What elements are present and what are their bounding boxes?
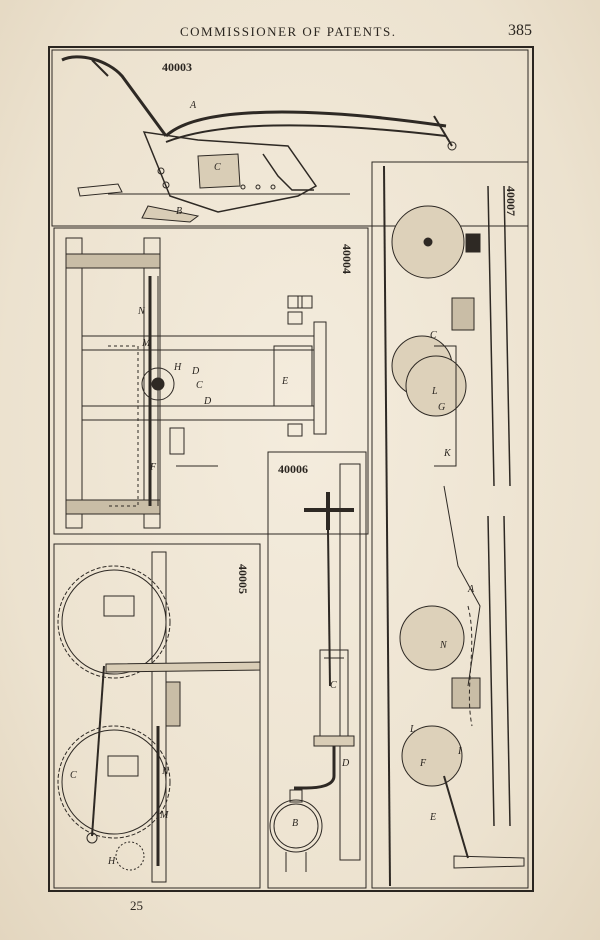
part-letter: D <box>342 758 350 769</box>
part-letter: E <box>430 812 437 823</box>
panel-40006-border <box>267 451 367 889</box>
running-head: COMMISSIONER OF PATENTS. <box>180 24 397 39</box>
part-letter: C <box>430 330 437 341</box>
part-letter: B <box>292 818 299 829</box>
figure-number-40006: 40006 <box>278 462 308 476</box>
part-letter: N <box>162 766 169 777</box>
part-letter: N <box>138 306 145 317</box>
printer-signature-mark: 25 <box>130 898 143 913</box>
figure-40006-valve-drawing <box>269 463 361 872</box>
part-letter: F <box>150 462 157 473</box>
part-letter: D <box>204 396 212 407</box>
part-letter: L <box>432 386 438 397</box>
panel-40004-border <box>53 227 369 535</box>
panel-40007-border <box>371 161 529 889</box>
panel-40003-border <box>51 49 529 227</box>
figure-40004-machine-drawing <box>65 237 327 529</box>
figure-40003-plow-drawing <box>61 55 457 223</box>
part-letter: D <box>192 366 200 377</box>
part-letter: N <box>440 640 447 651</box>
part-letter: C <box>330 680 337 691</box>
part-letter: G <box>438 402 446 413</box>
part-letter: B <box>176 206 183 217</box>
part-letter: C <box>70 770 77 781</box>
part-letter: C <box>214 162 221 173</box>
figure-number-40004: 40004 <box>340 244 354 274</box>
part-letter: K <box>444 448 451 459</box>
engraved-plate <box>51 49 529 889</box>
part-letter: I <box>458 746 462 757</box>
figure-40005-wheel-drawing <box>57 551 261 883</box>
engraved-plate-frame <box>48 46 534 892</box>
part-letter: A <box>190 100 197 111</box>
page-number: 385 <box>508 22 532 39</box>
part-letter: C <box>196 380 203 391</box>
part-letter: E <box>282 376 289 387</box>
part-letter: H <box>174 362 182 373</box>
part-letter: H <box>108 856 116 867</box>
figure-number-40007: 40007 <box>504 186 518 216</box>
figure-40007-sawmill-drawing <box>383 165 525 887</box>
part-letter: L <box>410 724 416 735</box>
figure-number-40003: 40003 <box>162 60 192 74</box>
part-letter: M <box>142 338 151 349</box>
part-letter: M <box>160 810 169 821</box>
part-letter: F <box>420 758 427 769</box>
figure-number-40005: 40005 <box>236 564 250 594</box>
part-letter: A <box>468 584 475 595</box>
panel-40005-border <box>53 543 261 889</box>
